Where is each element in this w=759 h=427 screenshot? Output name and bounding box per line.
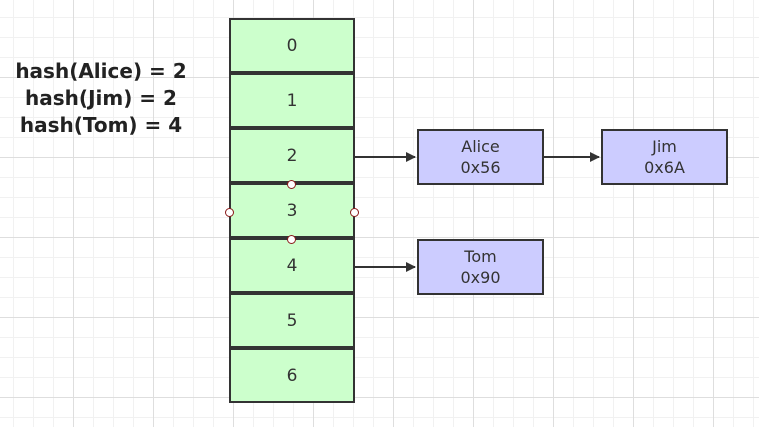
- selection-handle-bottom[interactable]: [287, 235, 296, 244]
- node-name: Jim: [652, 137, 677, 156]
- selection-handle-left[interactable]: [225, 208, 234, 217]
- bucket-label: 2: [286, 145, 298, 166]
- bucket-label: 5: [286, 310, 298, 331]
- bucket-4[interactable]: 4: [229, 238, 355, 293]
- node-address: 0x6A: [644, 158, 685, 177]
- bucket-3[interactable]: 3: [229, 183, 355, 238]
- node-address: 0x56: [460, 158, 501, 177]
- bucket-label: 3: [286, 200, 298, 221]
- node-name: Tom: [464, 247, 497, 266]
- bucket-5[interactable]: 5: [229, 293, 355, 348]
- bucket-0[interactable]: 0: [229, 18, 355, 73]
- node-jim[interactable]: Jim 0x6A: [601, 129, 728, 185]
- hash-line-alice: hash(Alice) = 2: [15, 59, 187, 83]
- node-address: 0x90: [460, 268, 501, 287]
- selection-handle-top[interactable]: [287, 180, 296, 189]
- bucket-label: 1: [286, 90, 298, 111]
- node-alice[interactable]: Alice 0x56: [417, 129, 544, 185]
- hash-line-jim: hash(Jim) = 2: [25, 86, 177, 110]
- selection-handle-right[interactable]: [350, 208, 359, 217]
- bucket-label: 0: [286, 35, 298, 56]
- bucket-label: 4: [286, 255, 298, 276]
- hash-annotations: hash(Alice) = 2 hash(Jim) = 2 hash(Tom) …: [12, 58, 190, 139]
- hash-line-tom: hash(Tom) = 4: [19, 113, 183, 137]
- bucket-1[interactable]: 1: [229, 73, 355, 128]
- node-name: Alice: [461, 137, 500, 156]
- bucket-6[interactable]: 6: [229, 348, 355, 403]
- bucket-2[interactable]: 2: [229, 128, 355, 183]
- node-tom[interactable]: Tom 0x90: [417, 239, 544, 295]
- bucket-label: 6: [286, 365, 298, 386]
